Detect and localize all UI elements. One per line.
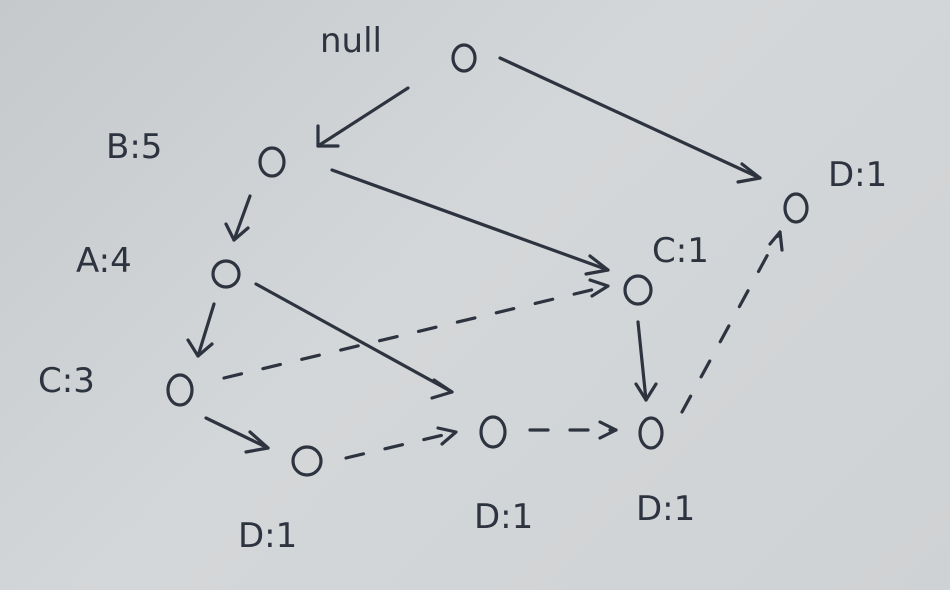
edge-root-to-b [316,86,410,148]
label-c3: C:3 [38,361,95,401]
label-d3: D:1 [636,489,695,529]
label-a: A:4 [76,241,132,281]
edge-b-to-a-head [224,222,250,242]
edge-c3-to-d1 [204,416,270,450]
labels: null B:5 A:4 C:3 D:1 D:1 C:1 D:1 D:1 [38,21,887,556]
node-c1 [623,274,653,306]
edge-b-to-c1-head [584,254,610,276]
label-root: null [320,21,382,61]
link-d3-to-d4-head [768,230,784,252]
link-d1-to-d2-head [436,426,458,446]
edge-c3-to-d1-head [244,430,270,454]
edge-root-to-d4 [498,56,762,180]
label-d1: D:1 [238,516,297,556]
node-d3 [638,416,664,450]
node-links [222,230,784,460]
link-d3-to-d4 [680,230,782,414]
edge-a-to-d2 [254,282,454,394]
node-a [211,259,241,289]
node-d2 [479,415,507,449]
node-b [258,146,286,178]
link-c3-to-c1-head [588,278,610,298]
node-root [451,43,477,73]
label-d4: D:1 [828,155,887,195]
edges [186,56,762,454]
edge-b-to-a [232,194,252,242]
edge-c1-to-d3 [636,320,648,402]
nodes [166,43,809,477]
label-d2: D:1 [474,497,533,537]
label-c1: C:1 [652,231,709,271]
edge-b-to-c1 [330,168,610,272]
edge-root-to-b-head [316,124,340,148]
link-d2-to-d3-head [598,420,618,440]
edge-a-to-c3-head [186,338,214,358]
label-b: B:5 [106,127,162,167]
node-d4 [783,192,809,224]
edge-root-to-d4-head [736,162,762,184]
node-d1 [291,445,323,477]
link-c3-to-c1 [222,284,610,380]
edge-a-to-c3 [196,302,216,358]
link-d1-to-d2 [344,430,458,460]
edge-c1-to-d3-head [634,382,658,402]
edge-a-to-d2-head [430,378,454,400]
node-c3 [166,373,194,407]
